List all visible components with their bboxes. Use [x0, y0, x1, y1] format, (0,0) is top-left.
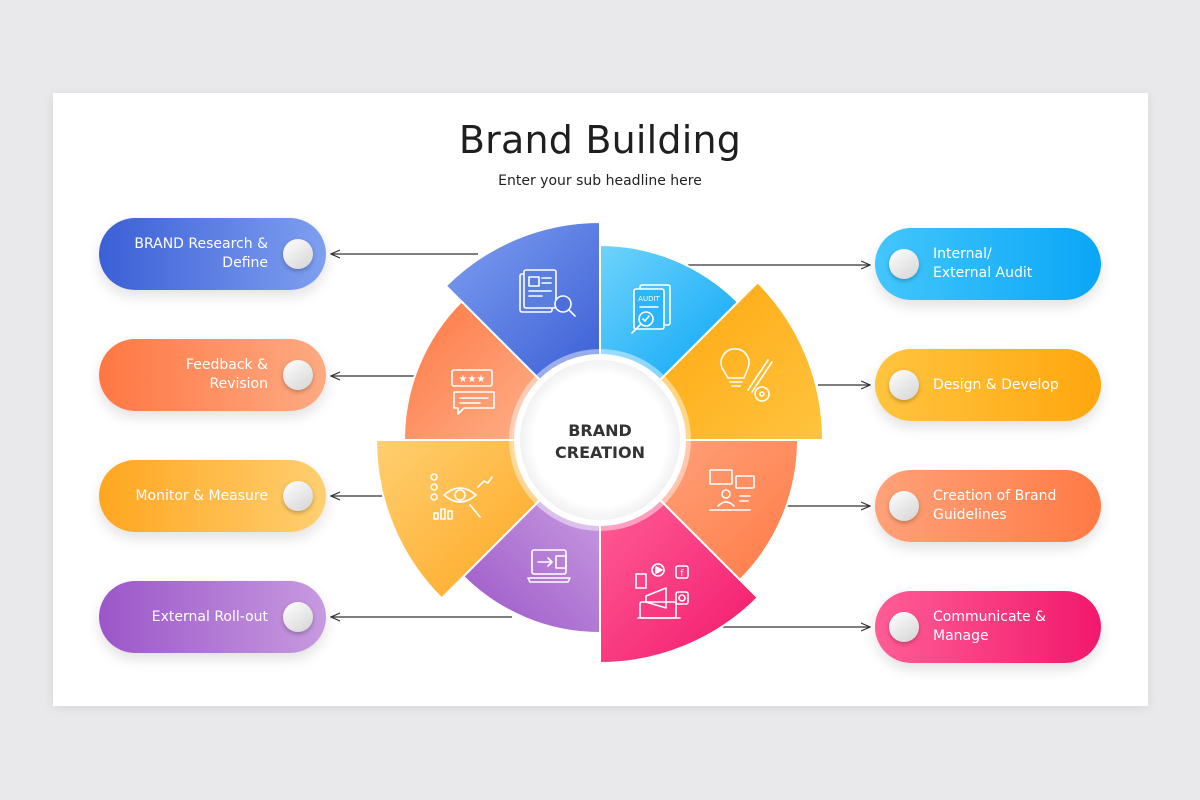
- center-label-line1: BRAND: [568, 421, 632, 440]
- segment-monitor: [374, 439, 542, 600]
- step-label-line1: Creation of Brand: [933, 488, 1057, 504]
- step-label-line1: External Roll-out: [151, 608, 268, 625]
- step-marker-circle: [889, 370, 919, 400]
- step-label-line2: Guidelines: [933, 507, 1007, 523]
- step-marker-circle: [283, 602, 313, 632]
- step-marker-circle: [889, 249, 919, 279]
- audit-document-icon: AUDIT: [631, 284, 671, 334]
- step-label-line1: Feedback &: [185, 357, 268, 373]
- document-search-icon: [519, 269, 576, 317]
- step-pill-rollout: External Roll-out: [99, 581, 326, 653]
- laptop-export-icon: [527, 549, 571, 583]
- step-marker-circle: [283, 360, 313, 390]
- eye-analytics-icon: [430, 473, 493, 520]
- idea-design-icon: [720, 348, 773, 402]
- step-marker-circle: [889, 612, 919, 642]
- rating-feedback-icon: ★★★: [451, 369, 495, 415]
- connector-arrows: [331, 254, 870, 627]
- step-label-line2: Revision: [209, 376, 268, 392]
- svg-text:★★★: ★★★: [459, 374, 486, 385]
- step-label-line2: Define: [222, 255, 268, 271]
- segment-audit: [599, 243, 740, 382]
- step-pill-communicate: Communicate & Manage: [875, 591, 1101, 663]
- step-pill-feedback: Feedback & Revision: [99, 339, 326, 411]
- center-hub: [520, 360, 680, 520]
- step-label-line2: Manage: [933, 628, 989, 644]
- segment-communicate: [599, 498, 760, 665]
- svg-text:AUDIT: AUDIT: [638, 295, 660, 303]
- segment-research: [444, 220, 601, 382]
- step-marker-circle: [283, 239, 313, 269]
- svg-text:f: f: [680, 569, 684, 579]
- step-pill-audit: Internal/ External Audit: [875, 228, 1101, 300]
- step-label-line1: Monitor & Measure: [135, 487, 268, 504]
- step-label-line1: Design & Develop: [933, 376, 1059, 393]
- step-marker-circle: [283, 481, 313, 511]
- center-label: BRAND CREATION: [530, 420, 670, 464]
- step-label-line1: Internal/: [933, 246, 992, 262]
- step-pill-monitor: Monitor & Measure: [99, 460, 326, 532]
- step-label-line2: External Audit: [933, 265, 1033, 281]
- social-marketing-icon: f: [635, 563, 689, 619]
- step-pill-design: Design & Develop: [875, 349, 1101, 421]
- step-marker-circle: [889, 491, 919, 521]
- step-pill-brand-research: BRAND Research & Define: [99, 218, 326, 290]
- step-label-line1: Communicate &: [933, 609, 1046, 625]
- step-label-line1: BRAND Research &: [134, 236, 268, 252]
- center-label-line2: CREATION: [555, 443, 645, 462]
- slide-subtitle: Enter your sub headline here: [498, 173, 702, 189]
- step-pill-guidelines: Creation of Brand Guidelines: [875, 470, 1101, 542]
- segment-design: [658, 280, 825, 441]
- guidelines-presentation-icon: [709, 469, 755, 511]
- slide-title: Brand Building: [458, 118, 742, 162]
